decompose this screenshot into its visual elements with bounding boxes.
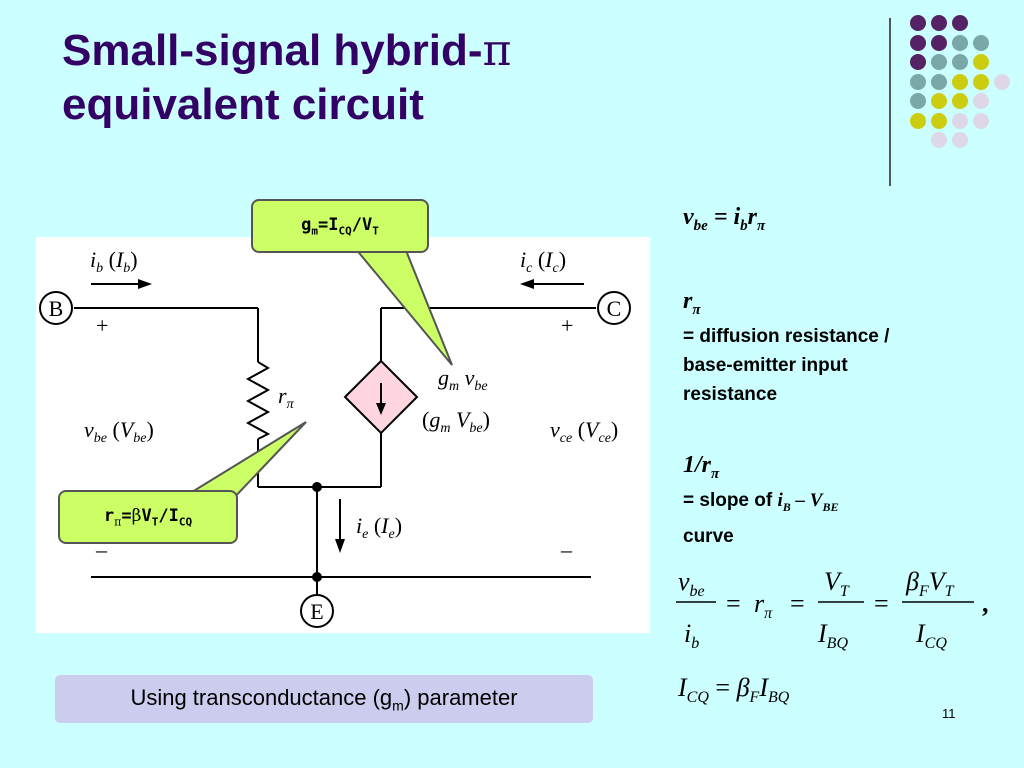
slide-number: 11 (942, 706, 956, 721)
slope-line-1: = slope of iB – VBE (683, 490, 839, 514)
circuit-svg: B C E ib (Ib) ic (Ic) ie (Ie) + + – – rπ… (39, 247, 631, 628)
slope-description: = slope of iB – VBE curve (683, 486, 839, 551)
ib-arrow-head (138, 279, 152, 289)
plus-left: + (96, 313, 108, 338)
decor-dot (910, 54, 926, 70)
frac3-den: ICQ (915, 619, 947, 652)
comma: , (982, 589, 989, 618)
title-line-1: Small-signal hybrid-π (62, 24, 511, 78)
minus-right: – (560, 537, 573, 562)
footer-text: Using transconductance (gm) parameter (130, 684, 518, 714)
ic-arrow-head (520, 279, 534, 289)
decor-dot (910, 15, 926, 31)
decor-dot (952, 54, 968, 70)
ie-label: ie (Ie) (356, 513, 402, 542)
decor-dot (931, 93, 947, 109)
node-b-label: B (49, 296, 64, 321)
ic-label: ic (Ic) (520, 247, 566, 276)
rpi-term: rπ (754, 589, 773, 622)
rpi-callout: rπ=βVT/ICQ (58, 490, 238, 544)
rpi-label: rπ (278, 383, 295, 412)
junction-dot-bottom (312, 572, 322, 582)
decor-dot (931, 132, 947, 148)
decor-dot (952, 112, 968, 129)
rpi-desc-line-1: = diffusion resistance / (683, 326, 890, 347)
eq-vbe: vbe = ibrπ (683, 204, 766, 234)
title-pi: π (482, 25, 512, 76)
ib-label: ib (Ib) (90, 247, 138, 276)
decor-dot (952, 34, 968, 51)
decor-dot (910, 34, 926, 51)
icq-equation: ICQ = βFIBQ (677, 673, 790, 706)
vbe-port-label: vbe (Vbe) (84, 417, 154, 446)
rpi-resistor (245, 361, 271, 440)
eq-sign-1: = (726, 589, 741, 618)
frac1-den: ib (684, 619, 699, 652)
node-b-circle (39, 291, 73, 325)
gm-Vbe-label: (gm Vbe) (422, 407, 490, 436)
decor-dot (973, 73, 989, 90)
rpi-desc-line-2: base-emitter input (683, 355, 848, 376)
slope-line-2: curve (683, 525, 734, 547)
formula-block: vbe ib = rπ = VT IBQ = βFVT ICQ , ICQ = … (676, 567, 989, 706)
node-e-label: E (310, 599, 323, 624)
decor-dot (931, 15, 947, 31)
decor-dot (973, 112, 989, 129)
vce-port-label: vce (Vce) (550, 417, 618, 446)
rpi-description: = diffusion resistance / base-emitter in… (683, 322, 889, 409)
decor-dot (931, 73, 947, 90)
frac2-den: IBQ (817, 619, 848, 652)
decor-dot (973, 54, 989, 70)
decor-dot (952, 73, 968, 90)
decor-divider (889, 18, 891, 186)
decor-dot (952, 93, 968, 109)
decor-dot (910, 112, 926, 129)
eq-sign-2: = (790, 589, 805, 618)
gm-callout: gm=ICQ/VT (251, 199, 429, 253)
rpi-callout-text: rπ=βVT/ICQ (103, 505, 193, 529)
slide-title: Small-signal hybrid-π equivalent circuit (62, 24, 511, 132)
decor-dot (910, 73, 926, 90)
decor-dot (931, 54, 947, 70)
gm-callout-text: gm=ICQ/VT (301, 214, 379, 238)
ie-arrow-head (335, 539, 345, 553)
decor-dot (910, 93, 926, 109)
inv-rpi-heading: 1/rπ (683, 452, 720, 482)
decor-dot (973, 93, 989, 109)
frac3-num: βFVT (905, 567, 955, 600)
rpi-desc-line-3: resistance (683, 384, 778, 405)
gm-callout-pointer (352, 247, 453, 366)
eq-sign-3: = (874, 589, 889, 618)
decor-dot (952, 15, 968, 31)
decor-dot (931, 34, 947, 51)
node-e-circle (300, 594, 334, 628)
decor-dot (952, 132, 968, 148)
footer-note: Using transconductance (gm) parameter (55, 675, 593, 723)
frac1-num: vbe (678, 567, 705, 600)
rpi-heading: rπ (683, 288, 701, 318)
title-line-2: equivalent circuit (62, 80, 424, 129)
decor-dot (973, 34, 989, 51)
node-c-circle (597, 291, 631, 325)
decor-dot (994, 73, 1010, 90)
frac2-num: VT (824, 567, 850, 600)
title-text-1: Small-signal hybrid- (62, 26, 483, 75)
decor-dot (931, 112, 947, 129)
plus-right: + (561, 313, 573, 338)
circuit-diagram: B C E ib (Ib) ic (Ic) ie (Ie) + + – – rπ… (36, 237, 650, 633)
gm-vbe-label: gm vbe (438, 365, 488, 394)
junction-dot-top (312, 482, 322, 492)
source-arrow-head (376, 403, 386, 415)
node-c-label: C (607, 296, 622, 321)
